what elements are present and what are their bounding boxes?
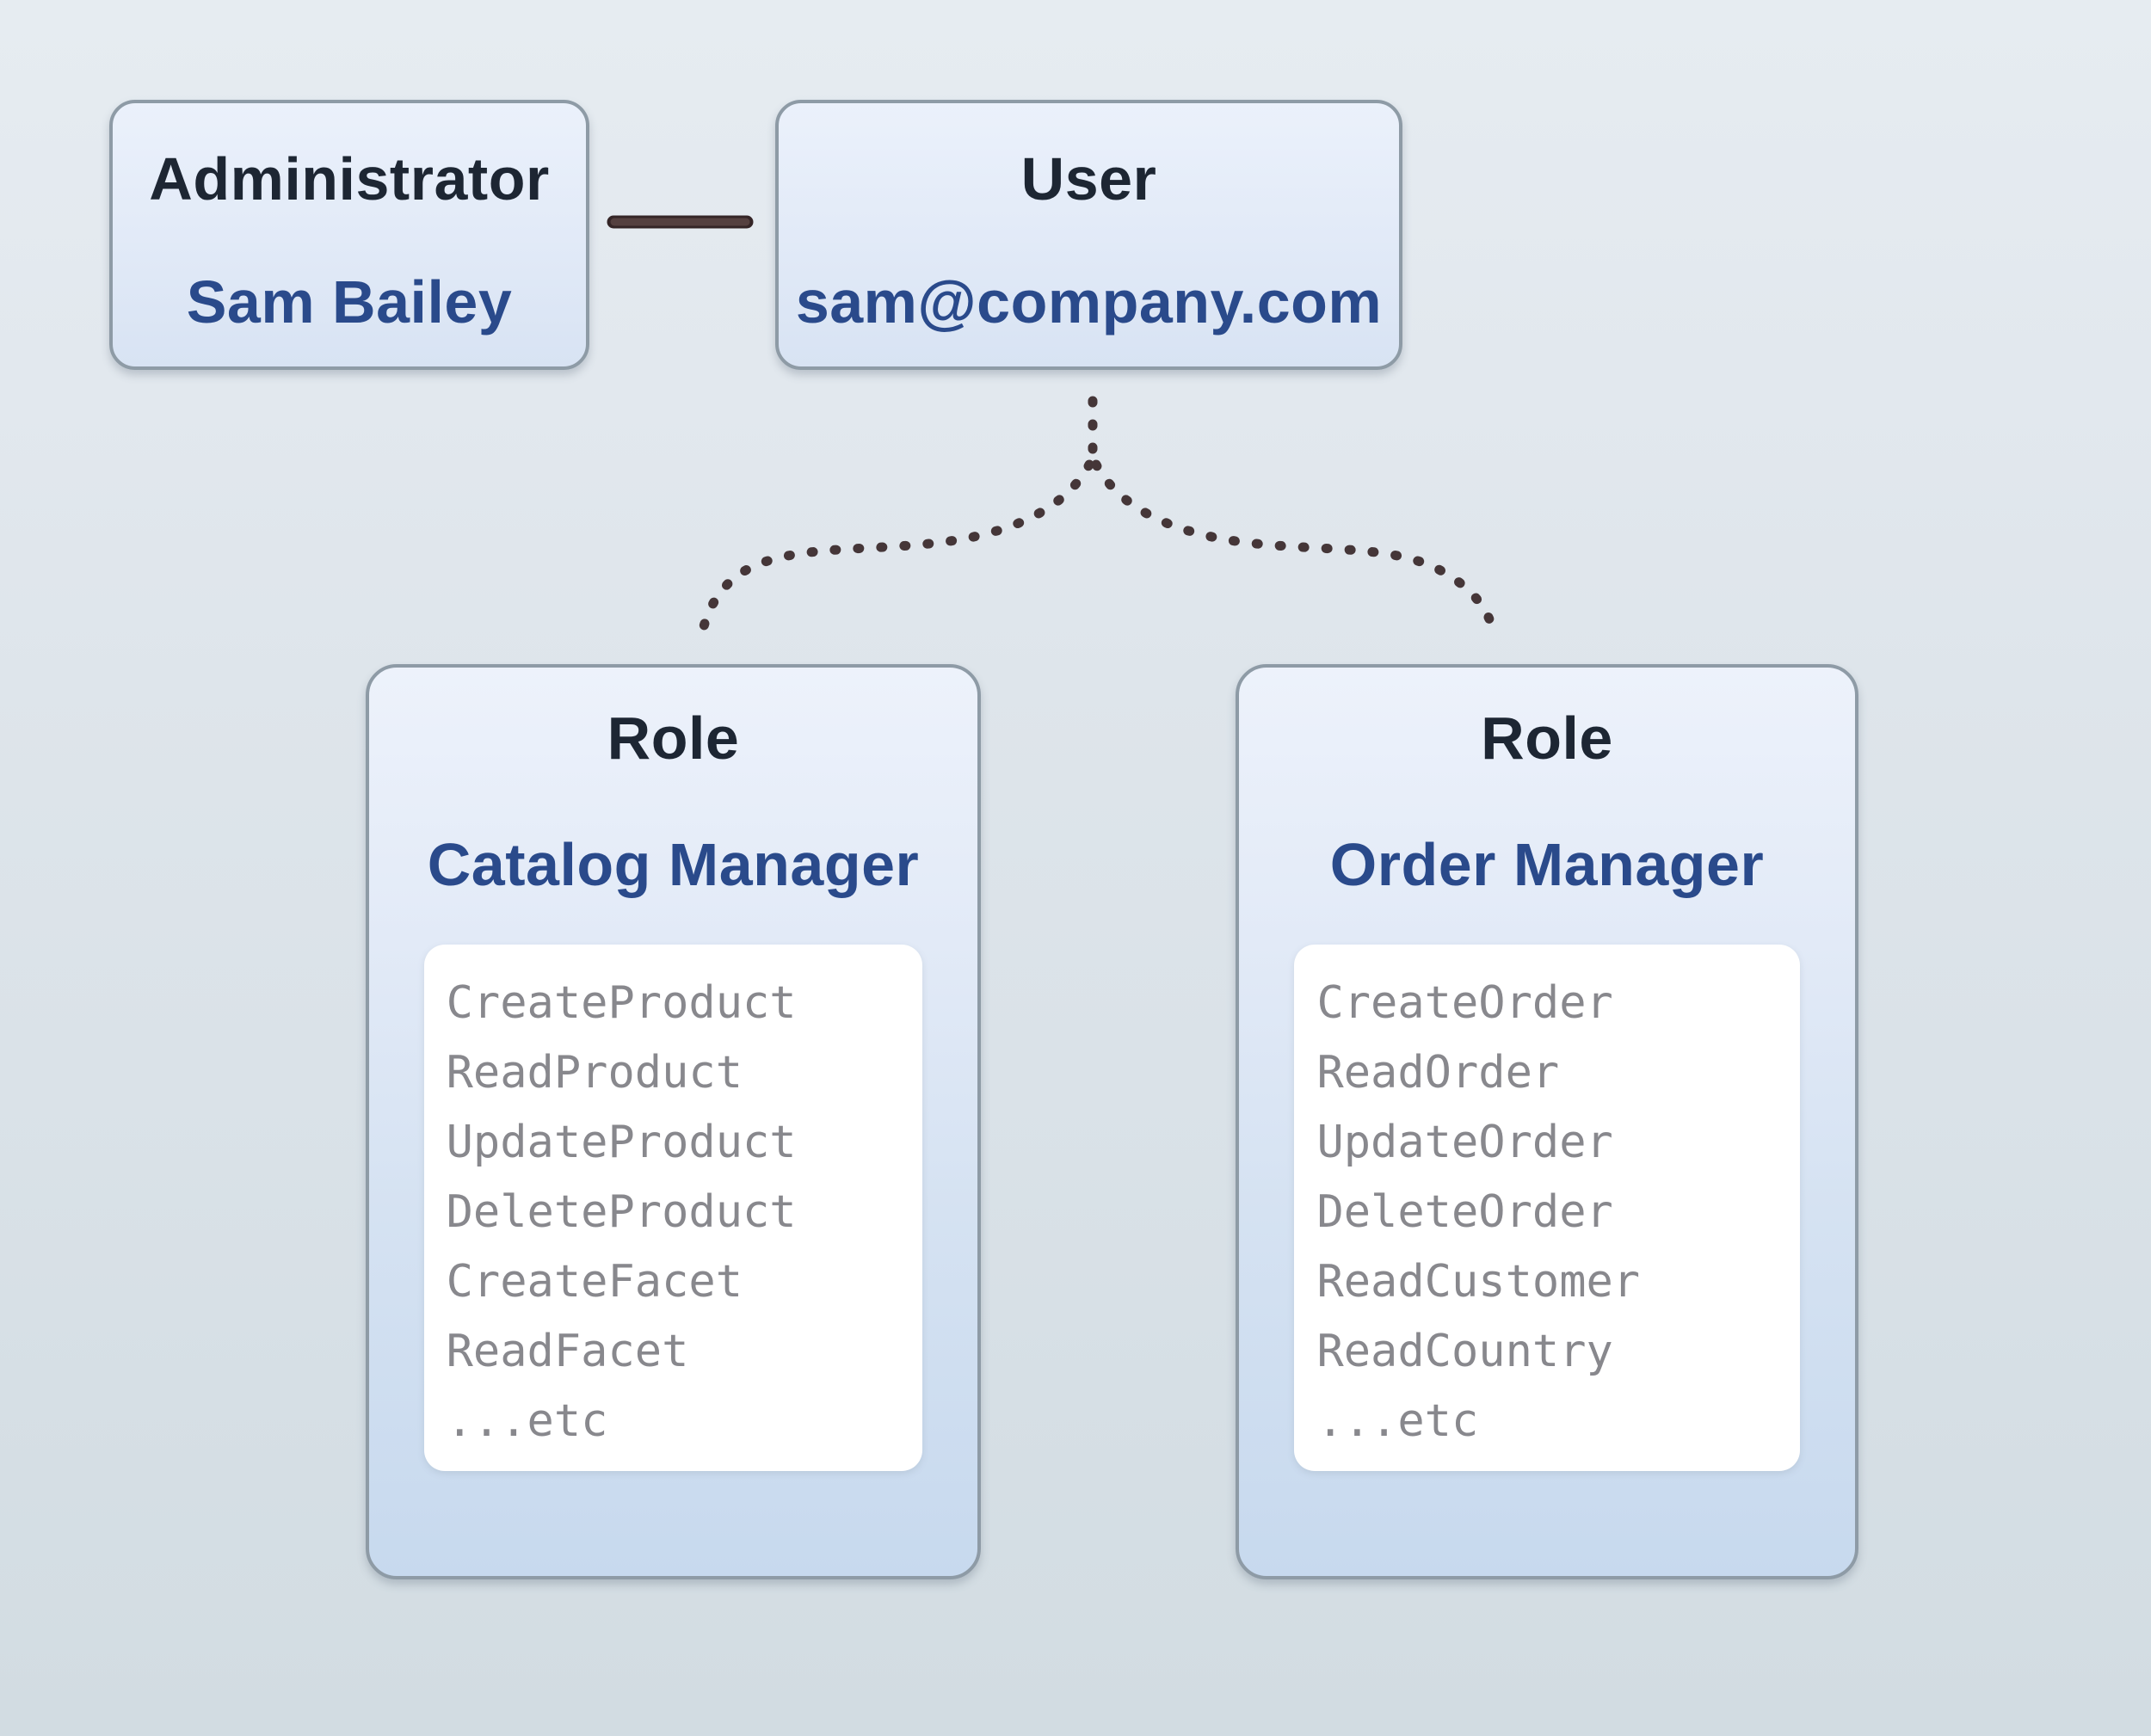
permission-item: ReadProduct — [446, 1047, 743, 1099]
user-role-left-dotted-line — [699, 459, 1094, 631]
permission-item: CreateOrder — [1316, 977, 1613, 1029]
permissions-panel-catalog: CreateProduct ReadProduct UpdateProduct … — [423, 945, 923, 1471]
permission-item: ...etc — [446, 1395, 608, 1447]
user-card-title: User — [1020, 145, 1157, 212]
permissions-panel-order: CreateOrder ReadOrder UpdateOrder Delete… — [1294, 945, 1800, 1471]
permission-item: CreateFacet — [446, 1256, 743, 1308]
role-card-catalog-manager: Role Catalog Manager CreateProduct ReadP… — [366, 664, 981, 1579]
permission-item: UpdateOrder — [1316, 1117, 1613, 1168]
permission-item: ReadCountry — [1316, 1326, 1613, 1377]
user-card-email: sam@company.com — [795, 268, 1383, 336]
role-card-name: Order Manager — [1329, 831, 1765, 898]
user-card: User sam@company.com — [775, 100, 1402, 370]
user-role-right-dotted-line — [1091, 459, 1497, 631]
administrator-card-title: Administrator — [149, 145, 550, 212]
administrator-card: Administrator Sam Bailey — [109, 100, 589, 370]
role-card-name: Catalog Manager — [427, 831, 920, 898]
permission-item: ReadCustomer — [1316, 1256, 1641, 1308]
role-card-order-manager: Role Order Manager CreateOrder ReadOrder… — [1236, 664, 1858, 1579]
permission-item: CreateProduct — [446, 977, 797, 1029]
permission-item: UpdateProduct — [446, 1117, 797, 1168]
permission-item: ReadOrder — [1316, 1047, 1560, 1099]
role-card-title: Role — [1481, 705, 1613, 772]
permission-item: ReadFacet — [446, 1326, 689, 1377]
permission-item: DeleteOrder — [1316, 1186, 1613, 1238]
administrator-card-name: Sam Bailey — [186, 268, 513, 336]
role-card-title: Role — [607, 705, 740, 772]
permission-item: ...etc — [1316, 1395, 1479, 1447]
permission-item: DeleteProduct — [446, 1186, 797, 1238]
